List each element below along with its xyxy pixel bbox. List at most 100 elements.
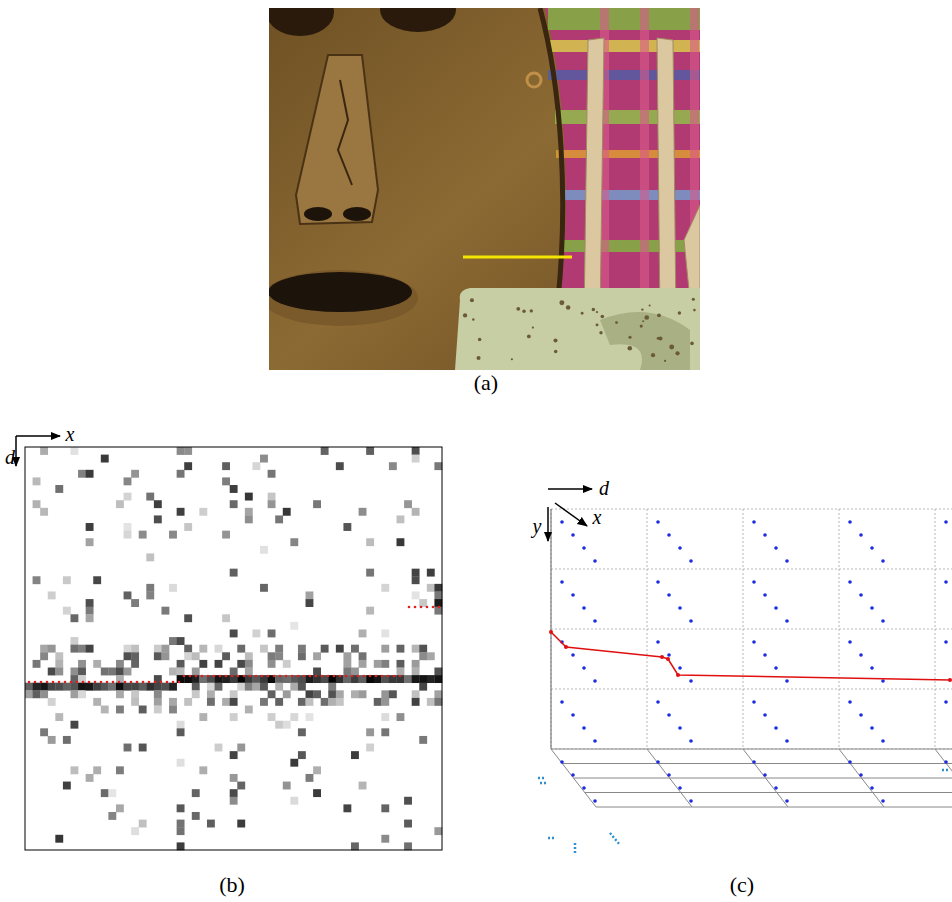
node-dot <box>785 619 789 623</box>
path-dot <box>549 630 553 634</box>
node-dot <box>689 559 693 563</box>
mask-mouth <box>269 272 412 312</box>
cost-cell <box>78 470 86 478</box>
cost-cell <box>192 668 200 676</box>
cost-cell <box>33 660 41 668</box>
cost-cell <box>397 668 405 676</box>
cost-cell <box>124 683 132 691</box>
path-dot <box>213 675 216 678</box>
pot-speckle <box>581 312 584 315</box>
cost-cell <box>184 698 192 706</box>
cost-cell <box>55 485 63 493</box>
node-dot <box>870 786 874 790</box>
cost-cell <box>397 645 405 653</box>
cost-cell <box>116 706 124 714</box>
cost-cell <box>139 706 147 714</box>
cost-cell <box>328 690 336 698</box>
pot-speckle <box>478 338 481 341</box>
axis-arrow <box>16 435 60 437</box>
cost-cell <box>245 668 253 676</box>
floor-line <box>562 763 952 764</box>
cost-cell <box>381 629 389 637</box>
cost-cell <box>101 683 109 691</box>
cost-cell <box>48 736 56 744</box>
cost-cell <box>93 766 101 774</box>
cost-cell <box>146 591 154 599</box>
cost-cell <box>283 660 291 668</box>
cost-cell <box>192 812 200 820</box>
plaid-stripe <box>640 8 649 300</box>
cost-cell <box>434 827 442 835</box>
path-dot <box>273 675 276 678</box>
pot-speckle <box>559 300 564 305</box>
path-dot <box>237 675 240 678</box>
cost-cell <box>101 668 109 676</box>
path-dot <box>432 606 435 609</box>
cost-cell <box>245 508 253 516</box>
ceramic-pot <box>455 288 700 370</box>
cost-cell <box>199 766 207 774</box>
node-dot <box>763 533 767 537</box>
axis-label: y <box>533 516 542 536</box>
cost-cell <box>290 683 298 691</box>
path-dot <box>82 681 85 684</box>
cost-cell <box>381 675 389 683</box>
path-dot <box>381 675 384 678</box>
cost-cell <box>40 645 48 653</box>
cost-cell <box>268 713 276 721</box>
cost-cell <box>374 698 382 706</box>
cost-cell <box>230 690 238 698</box>
cost-cell <box>215 675 223 683</box>
node-dot <box>678 726 682 730</box>
cost-cell <box>306 713 314 721</box>
cost-cell <box>70 766 78 774</box>
cost-cell <box>86 523 94 531</box>
cost-cell <box>245 683 253 691</box>
node-dot <box>656 640 660 644</box>
cost-cell <box>230 569 238 577</box>
cost-cell <box>245 515 253 523</box>
cost-cell <box>268 493 276 501</box>
floor-line <box>585 792 952 793</box>
cost-cell <box>237 782 245 790</box>
cost-cell <box>359 675 367 683</box>
grid-line <box>551 509 952 510</box>
cost-cell <box>161 645 169 653</box>
lattice <box>538 509 952 853</box>
cost-cell <box>260 683 268 691</box>
cost-cell <box>412 690 420 698</box>
cost-cell <box>146 584 154 592</box>
axis-arrow <box>15 436 17 466</box>
cost-cell <box>86 538 94 546</box>
cost-cell <box>359 629 367 637</box>
cost-cell <box>283 508 291 516</box>
cost-cell <box>230 698 238 706</box>
cost-cell <box>343 523 351 531</box>
ellipsis-dash <box>942 769 950 772</box>
floor-line <box>551 749 596 807</box>
cost-cell <box>381 835 389 843</box>
path-dot <box>52 681 55 684</box>
path-dot <box>34 681 37 684</box>
cost-cell <box>230 774 238 782</box>
path-dot <box>76 681 79 684</box>
node-dot <box>593 559 597 563</box>
node-dot <box>870 726 874 730</box>
path-dot <box>399 675 402 678</box>
cost-cell <box>40 508 48 516</box>
path-dot <box>136 681 139 684</box>
cost-cell <box>434 668 442 676</box>
cost-cell <box>124 668 132 676</box>
path-dot <box>267 675 270 678</box>
cost-cell <box>434 584 442 592</box>
cost-cell <box>48 591 56 599</box>
ellipsis-dash <box>548 837 556 840</box>
pot-speckle <box>463 313 467 317</box>
floor-line <box>743 749 788 807</box>
cost-cell <box>207 683 215 691</box>
cost-cell <box>177 668 185 676</box>
cost-cell <box>215 660 223 668</box>
cost-cell <box>419 675 427 683</box>
node-dot <box>763 713 767 717</box>
optimal-path <box>551 632 950 680</box>
